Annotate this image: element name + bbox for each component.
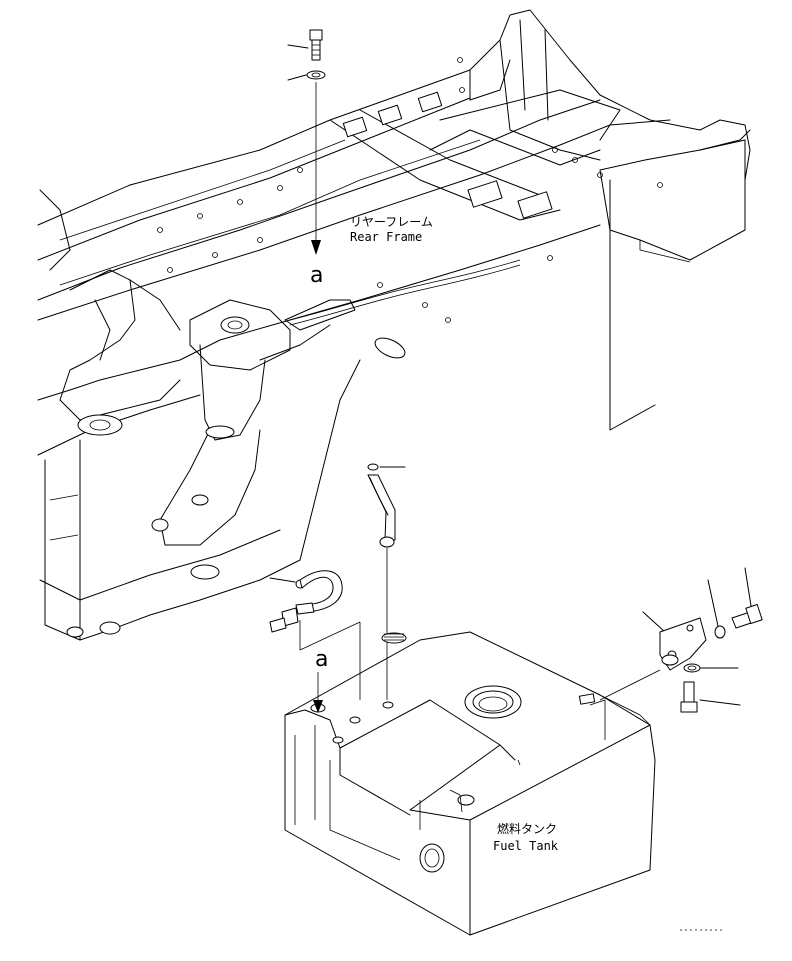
assembly-arrow-top	[311, 82, 321, 255]
rear-frame	[37, 9, 751, 641]
fuel-tank	[284, 631, 656, 936]
mounting-bracket	[599, 611, 707, 701]
hose-clamp-assembly	[269, 570, 361, 700]
assembly-arrow-bottom	[313, 672, 323, 713]
washer-small-upper	[707, 579, 726, 639]
frame-bolt-holes	[157, 57, 663, 323]
fuel-tank-label-jp: 燃料タンク	[497, 821, 557, 836]
washer-top	[287, 70, 326, 81]
callout-a-top: a	[310, 263, 323, 288]
bolt-lower-right	[680, 681, 741, 713]
bolt-top	[287, 29, 323, 61]
washer-lower-right	[683, 663, 739, 673]
fuel-tank-label-en: Fuel Tank	[493, 839, 559, 853]
filler-neck-grommet	[381, 632, 407, 644]
rear-frame-label-jp: リヤーフレーム	[350, 215, 433, 229]
callout-a-bottom: a	[315, 647, 328, 672]
rear-frame-label-en: Rear Frame	[350, 230, 422, 244]
bolt-upper-right	[731, 567, 763, 629]
fuel-return-pipe	[367, 463, 406, 700]
